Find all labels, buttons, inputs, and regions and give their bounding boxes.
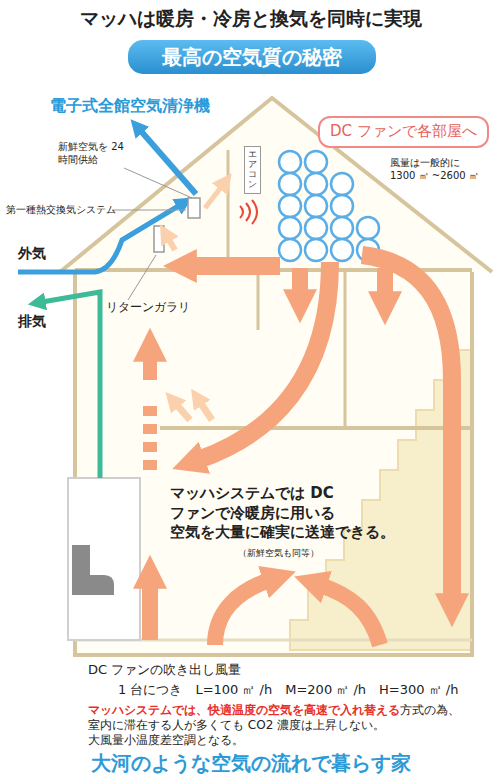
callout-box: DC ファンで各部屋へ: [318, 116, 489, 148]
second-floor: [160, 426, 472, 430]
toilet-icon: [72, 545, 114, 595]
return-arrow: [176, 404, 190, 420]
fan-circle: [305, 239, 327, 261]
fan-circle: [331, 173, 353, 195]
return-arrow: [143, 355, 157, 380]
attic-wall: [227, 150, 230, 268]
roof: [60, 98, 492, 272]
label-text: 排気: [18, 312, 46, 330]
fan-circle: [279, 239, 301, 261]
heat-waves: [240, 200, 257, 224]
room-wall: [257, 272, 260, 330]
airflow-arrow: [320, 585, 380, 645]
airflow-arrow: [215, 580, 270, 645]
fan-circle: [305, 173, 327, 195]
airflow-arrow: [377, 268, 393, 298]
heat-exchanger: [188, 198, 200, 218]
fan-circle: [279, 195, 301, 217]
caption: 大河のような空気の流れで暮らす家: [0, 751, 501, 775]
toilet-room: [68, 478, 140, 640]
fan-circle: [305, 195, 327, 217]
label-text: （新鮮空気も同等）: [238, 548, 319, 560]
airflow-arrows: [150, 238, 452, 645]
fan-circle: [331, 217, 353, 239]
leader-line: [112, 210, 186, 211]
label-text: リターンガラリ: [106, 300, 190, 316]
airflow-arrow: [142, 582, 158, 640]
label-text: マッハシステムでは DC ファンで冷暖房に用いる 空気を大量に確実に送達できる。: [170, 484, 428, 543]
return-grille: [154, 226, 164, 252]
return-arrow: [168, 238, 175, 250]
purifier-arrow: [140, 130, 196, 194]
fan-circle: [357, 217, 379, 239]
label-text: 1 台につき L=100 ㎥ /h M=200 ㎥ /h H=300 ㎥ /h: [118, 682, 458, 699]
airflow-arrow: [190, 257, 280, 275]
house-body: [60, 98, 492, 655]
title: マッハは暖房・冷房と換気を同時に実現: [0, 6, 501, 31]
room-wall: [344, 272, 347, 426]
aircon-box: エアコン: [244, 146, 261, 194]
note-paragraph: マッハシステムでは、快適温度の空気を高速で入れ替える方式の為、 室内に滞在する人…: [88, 703, 480, 748]
fan-circle: [279, 173, 301, 195]
node-text: DC ファンで各部屋へ: [330, 122, 477, 142]
airflow-arrow: [198, 262, 330, 460]
fan-circle: [305, 151, 327, 173]
fan-circle: [305, 217, 327, 239]
label-text: 風量は一般的に 1300 ㎥ ~2600 ㎥: [390, 156, 484, 182]
return-arrow: [143, 400, 157, 470]
return-arrow: [200, 402, 212, 420]
label-text: DC ファンの吹き出し風量: [88, 662, 241, 679]
fan-circle: [279, 151, 301, 173]
label-text: 第一種熱交換気システム: [6, 203, 116, 216]
airflow-arrow: [362, 255, 452, 600]
exhaust-duct: [42, 292, 100, 478]
label-text: 新鮮空気を 24 時間供給: [58, 140, 124, 166]
fan-circle: [331, 195, 353, 217]
note-text: マッハシステムでは、快適温度の空気を高速で入れ替える: [88, 703, 400, 717]
label-text: 外気: [18, 244, 46, 262]
label-text: 電子式全館空気清浄機: [50, 96, 210, 117]
outdoor-air-duct: [18, 205, 180, 272]
leader-line: [128, 255, 156, 300]
fresh-air-arrow: [205, 186, 222, 208]
node-text: エアコン: [248, 150, 257, 190]
heading-pill: 最高の空気質の秘密: [126, 38, 378, 76]
dc-fans: [279, 151, 379, 261]
leader-line: [124, 168, 192, 198]
fan-circle: [331, 239, 353, 261]
airflow-arrow: [292, 268, 308, 296]
node-text: 最高の空気質の秘密: [162, 44, 342, 70]
fan-circle: [279, 217, 301, 239]
